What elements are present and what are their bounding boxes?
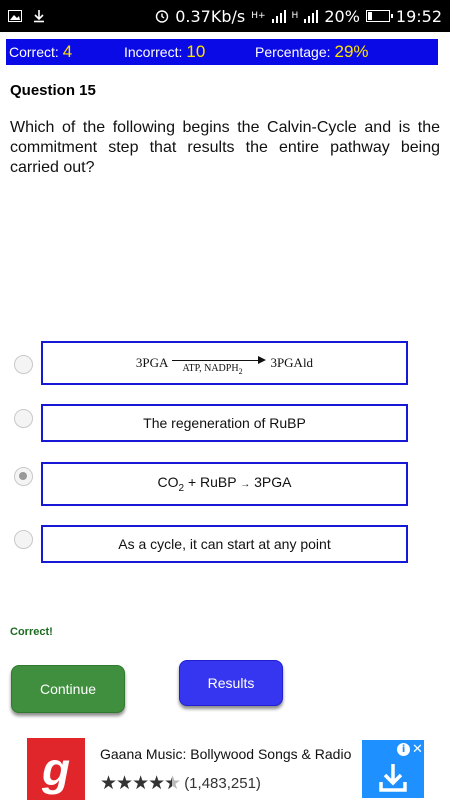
reactant: 3PGA bbox=[135, 355, 169, 370]
download-icon bbox=[34, 10, 44, 23]
ad-banner[interactable]: g Gaana Music: Bollywood Songs & Radio ★… bbox=[0, 738, 450, 800]
status-left bbox=[8, 9, 46, 23]
option-2-box[interactable]: The regeneration of RuBP bbox=[41, 404, 408, 442]
ad-rating: ★★★★★★ (1,483,251) bbox=[100, 772, 261, 795]
sim1-label: H+ bbox=[251, 10, 266, 21]
arrow-icon: ATP, NADPH2 bbox=[172, 353, 267, 376]
option-1[interactable]: 3PGA ATP, NADPH2 3PGAld bbox=[0, 341, 450, 385]
option-2-text: The regeneration of RuBP bbox=[143, 415, 306, 431]
star-rating-icon: ★★★★★★ bbox=[100, 773, 181, 794]
option-4-radio[interactable] bbox=[14, 530, 33, 549]
question-number: Question 15 bbox=[10, 82, 96, 99]
continue-button[interactable]: Continue bbox=[11, 665, 125, 713]
feedback-text: Correct! bbox=[10, 626, 53, 638]
product: 3PGAld bbox=[270, 355, 314, 370]
reaction-3pga-to-3pgald: 3PGA ATP, NADPH2 3PGAld bbox=[135, 353, 314, 376]
score-correct: Correct: 4 bbox=[9, 42, 72, 62]
signal-icon-2 bbox=[304, 10, 319, 23]
incorrect-value: 10 bbox=[186, 42, 206, 61]
correct-value: 4 bbox=[62, 42, 73, 61]
option-4[interactable]: As a cycle, it can start at any point bbox=[0, 525, 450, 563]
ad-title[interactable]: Gaana Music: Bollywood Songs & Radio bbox=[100, 746, 352, 762]
option-3[interactable]: CO2 + RuBP → 3PGA bbox=[0, 462, 450, 506]
install-button[interactable]: i ✕ bbox=[362, 740, 424, 798]
results-button[interactable]: Results bbox=[179, 660, 283, 706]
score-percentage: Percentage: 29% bbox=[255, 42, 369, 62]
option-4-text: As a cycle, it can start at any point bbox=[118, 536, 331, 552]
battery-icon bbox=[365, 10, 393, 22]
status-bar: 0.37Kb/s H+ H 20% 19:52 bbox=[0, 0, 450, 32]
option-1-radio[interactable] bbox=[14, 355, 33, 374]
image-icon bbox=[8, 10, 22, 22]
sim2-label: H bbox=[291, 10, 299, 21]
info-icon[interactable]: i bbox=[397, 742, 411, 756]
question-text: Which of the following begins the Calvin… bbox=[10, 119, 440, 176]
option-3-box[interactable]: CO2 + RuBP → 3PGA bbox=[41, 462, 408, 506]
option-1-box[interactable]: 3PGA ATP, NADPH2 3PGAld bbox=[41, 341, 408, 385]
download-icon bbox=[379, 764, 407, 792]
clock: 19:52 bbox=[395, 6, 442, 26]
signal-icon bbox=[271, 10, 286, 23]
option-3-radio[interactable] bbox=[14, 467, 33, 486]
reaction-condition: ATP, NADPH2 bbox=[182, 363, 243, 376]
option-2[interactable]: The regeneration of RuBP bbox=[0, 404, 450, 442]
option-2-radio[interactable] bbox=[14, 409, 33, 428]
net-speed: 0.37Kb/s bbox=[175, 6, 246, 26]
arrow-icon: → bbox=[240, 479, 251, 491]
alarm-icon bbox=[156, 10, 169, 23]
battery-percent: 20% bbox=[324, 6, 360, 26]
incorrect-label: Incorrect: bbox=[124, 44, 183, 60]
gaana-logo[interactable]: g bbox=[27, 738, 85, 800]
option-4-box[interactable]: As a cycle, it can start at any point bbox=[41, 525, 408, 563]
correct-label: Correct: bbox=[9, 44, 59, 60]
score-incorrect: Incorrect: 10 bbox=[124, 42, 205, 62]
percentage-label: Percentage: bbox=[255, 44, 331, 60]
rating-count: (1,483,251) bbox=[184, 775, 261, 792]
percentage-value: 29% bbox=[334, 42, 369, 61]
ad-choices[interactable]: i ✕ bbox=[396, 740, 424, 758]
status-right: 0.37Kb/s H+ H 20% 19:52 bbox=[155, 7, 442, 26]
battery-fill bbox=[367, 12, 373, 20]
close-icon[interactable]: ✕ bbox=[412, 741, 423, 757]
score-bar: Correct: 4 Incorrect: 10 Percentage: 29% bbox=[6, 39, 438, 65]
option-3-text: CO2 + RuBP → 3PGA bbox=[157, 474, 292, 494]
